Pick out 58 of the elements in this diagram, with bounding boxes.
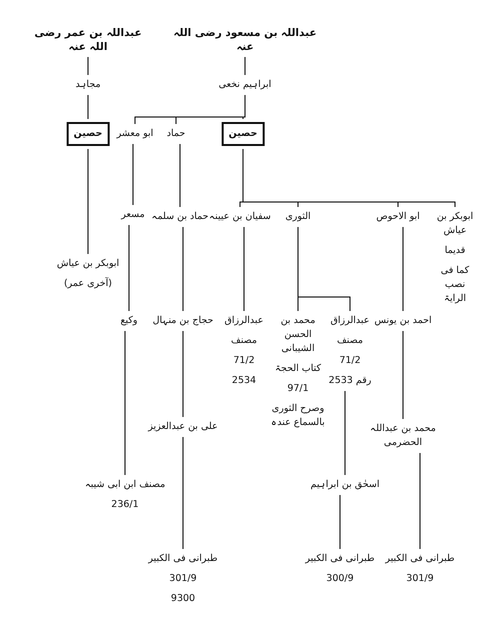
narrator-name: مجاہد	[75, 78, 101, 92]
note-text: قدیما	[444, 244, 466, 258]
note-text: 9300	[170, 592, 196, 606]
note-text: 300/9	[325, 572, 355, 586]
boxed-name: حصین	[66, 122, 110, 146]
book-title: طبرانی فی الکبیر	[385, 552, 455, 566]
narrator-name: حجاج بن منہال	[152, 314, 214, 328]
narrator-name: ابو معشر	[116, 127, 154, 141]
book-title: مصنف ابن ابی شیبہ	[84, 478, 166, 492]
note-text: رقم 2533	[328, 374, 372, 388]
narrator-name: ابو الاحوص	[376, 210, 420, 224]
narrator-name: مسعر	[121, 208, 145, 222]
narrator-name: الثوری	[285, 210, 311, 224]
note-text: 236/1	[110, 498, 140, 512]
narrator-name: ابراہیم نخعی	[218, 78, 272, 92]
connector-line	[182, 330, 184, 418]
narrator-name: احمد بن یونس	[374, 314, 432, 328]
boxed-name: حصین	[222, 122, 264, 146]
connector-line	[132, 144, 134, 206]
note-text: مصنف	[230, 334, 258, 348]
note-text: کتاب الحجۃ	[274, 362, 322, 376]
connector-line	[128, 224, 130, 312]
book-title: طبرانی فی الکبیر	[148, 552, 218, 566]
note-text: (آخری عمر)	[62, 277, 113, 291]
connector-line	[298, 226, 350, 312]
narrator-name: عبدالرزاق	[224, 314, 264, 328]
connector-line	[182, 226, 184, 312]
note-text: 97/1	[286, 382, 310, 396]
narrator-name: عبداللہ بن مسعود رضی اللہ عنہ	[170, 26, 320, 54]
note-text: مصنف	[336, 334, 364, 348]
note-text: کما فی نصب الرایۃ	[440, 264, 470, 306]
connector-line	[244, 56, 246, 76]
narrator-name: علی بن عبدالعزیز	[148, 420, 218, 434]
note-text: 71/2	[338, 354, 362, 368]
connector-line	[242, 94, 246, 120]
note-text: 301/9	[168, 572, 198, 586]
note-text: 301/9	[405, 572, 435, 586]
narrator-name: ابوبکر بن عیاش	[436, 210, 474, 238]
book-title: طبرانی فی الکبیر	[305, 552, 375, 566]
narrator-name: حماد بن سلمہ	[152, 210, 208, 224]
note-text: 71/2	[232, 354, 256, 368]
narrator-name: سفیان بن عیینہ	[209, 210, 271, 224]
note-text: 2534	[230, 374, 258, 388]
narrator-name: اسحٰق بن ابراہیم	[310, 478, 380, 492]
connector-line	[242, 148, 456, 208]
narrator-name: عبدالرزاق	[330, 314, 370, 328]
connector-line	[402, 330, 404, 420]
connector-line	[182, 436, 184, 550]
connector-line	[124, 330, 126, 476]
connector-line	[344, 390, 346, 476]
connector-line	[402, 226, 404, 312]
narrator-name: ابوبکر بن عیاش	[56, 257, 120, 271]
narrator-name: محمد بن الحسن الشیبانی	[280, 314, 316, 356]
narrator-name: وکیع	[120, 314, 138, 328]
narrator-name: عبداللہ بن عمر رضی اللہ عنہ	[26, 26, 150, 54]
narrator-name: حماد	[166, 127, 186, 141]
note-text: وصرح الثوری بالسماع عندہ	[270, 402, 326, 430]
narrator-name: محمد بن عبداللہ الحضرمی	[368, 422, 438, 450]
